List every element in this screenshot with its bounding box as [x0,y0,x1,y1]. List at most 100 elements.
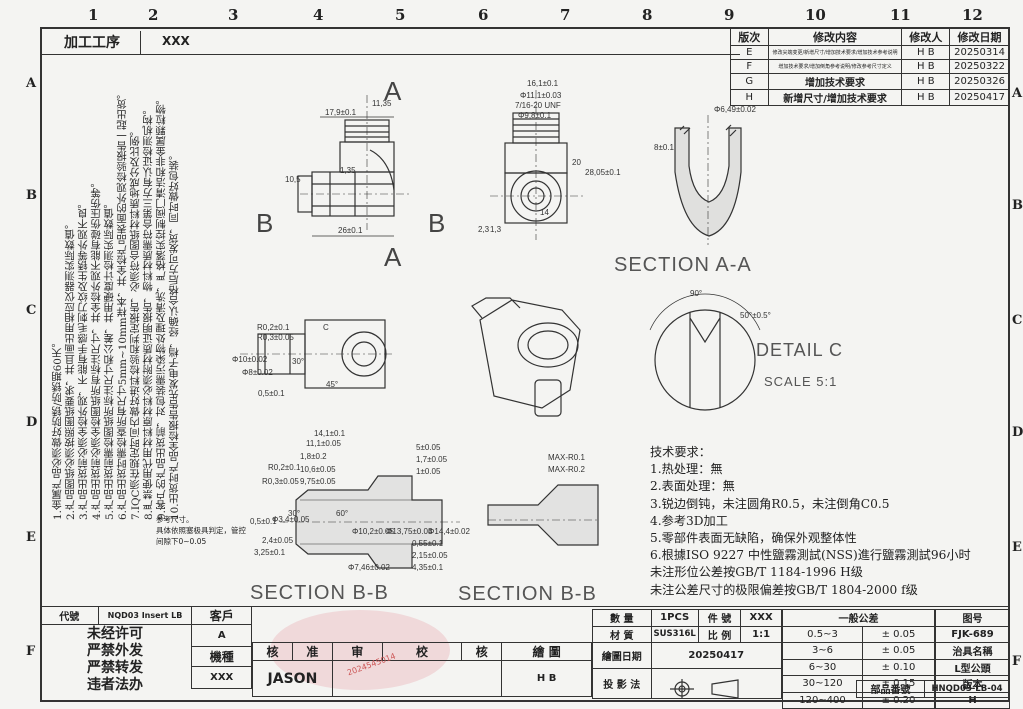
dim-label: 11,35 [372,99,392,108]
id-block: 图号 FJK-689 治具名稱 L型公頭 版本 H [935,609,1010,709]
detail-c-view [649,293,761,411]
designer-name: JASON [252,660,333,697]
tol-range: 3~6 [782,642,863,660]
dim-label: Φ6,49±0.02 [714,105,756,114]
detail-c-label: DETAIL C [756,340,844,360]
check2-label: 核 [461,642,503,661]
dim-label: 3,25±0.1 [254,548,286,557]
dim-label: MAX-R0.1 [548,453,585,462]
dim-label: Φ11,1±0.03 [520,91,562,100]
tol-value: ± 0.05 [862,625,935,643]
reference-note-body: 具体依照塞极具判定，管控间隙下0~0.05 [156,526,246,546]
approval-block: 核 准 审 校 核 繪 圖 JASON H B [252,642,592,697]
rev-version: H [730,89,769,106]
dim-label: 1±0.05 [416,467,441,476]
col-tick: 9 [724,6,735,24]
dim-label: 0,5±0.1 [250,517,277,526]
dim-label: Φ7,46±0.02 [348,563,390,572]
row-tick: B [1012,198,1023,213]
tol-value: ± 0.10 [862,658,935,676]
tech-item: 4.参考3D加工 [650,513,728,528]
col-tick: 11 [890,6,911,24]
warning-line: 未经许可 [87,626,143,642]
tech-item: 6.根據ISO 9227 中性鹽霧測試(NSS)進行鹽霧測試96小时 [650,548,971,563]
warning-line: 严禁外发 [87,643,143,659]
dim-label: 14 [540,208,549,217]
col-tick: 4 [313,6,324,24]
dim-label: 2,3 [478,225,490,234]
dim-label: 50°±0.5° [740,311,771,320]
dim-label: 90° [690,289,702,298]
section-a-a-view [674,115,742,245]
tech-item: 2.表面处理：無 [650,479,735,494]
side-view-top [297,95,410,237]
dim-label: 14,1±0.1 [314,429,346,438]
dim-label: 5±0.05 [416,443,441,452]
dim-label: 30° [288,509,300,518]
code-value: NQD03 Insert LB [97,606,193,625]
col-tick: 5 [395,6,406,24]
dim-label: Φ10±0.02 [232,355,268,364]
part-number-block: 部品番號 HNQD03-LB-04 [856,680,1010,698]
dim-label: 28,05±0.1 [585,168,621,177]
tol-value: ± 0.05 [862,642,935,660]
row-tick: C [1012,313,1023,328]
process-label: 加工工序 [64,35,120,51]
dim-label: Φ14,4±0.02 [428,527,470,536]
tol-range: 0.5~3 [782,625,863,643]
part-label: 件 號 [697,609,742,627]
drawing-border [40,27,1010,702]
rev-date: 20250417 [949,89,1010,106]
dim-label: R0,2±0.1 [257,323,290,332]
dim-label: 2,15±0.05 [412,551,448,560]
qty-label: 數 量 [592,609,652,627]
tech-title: 技术要求： [650,445,711,459]
dim-label: 26±0.1 [338,226,363,235]
dim-label: R0,3±0.05 [257,333,294,342]
tech-requirements: 技术要求： 1.热处理：無 2.表面处理：無 3.锐边倒钝，未注圆角R0.5，未… [650,444,971,599]
dim-label: MAX-R0.2 [548,465,585,474]
confidential-warning: 未经许可 严禁外发 严禁转发 违者法办 [60,626,170,694]
side-view-mid [240,319,395,389]
customer-value: A [191,624,252,647]
qty-value: 1PCS [650,609,699,627]
reference-note: 参考尺寸。 具体依照塞极具判定，管控间隙下0~0.05 [156,514,250,547]
dim-label: 1,3 [490,225,502,234]
part-number-label: 部品番號 [856,680,925,698]
tool-value: L型公頭 [935,658,1010,676]
customer-label: 客戶 [191,606,252,625]
revision-table: 版次 修改内容 修改人 修改日期 E 修改尖端变更/新增尺寸/增加技术要求/增加… [730,28,1010,106]
col-tick: 3 [228,6,239,24]
dim-label: 17,9±0.1 [325,108,357,117]
draw-label-2: 圖 [548,645,561,659]
section-b-b-label-right: SECTION B-B [458,583,597,605]
tech-item: 未注公差尺寸的极限偏差按GB/T 1804-2000 f级 [650,582,918,597]
dim-label: Φ10,2±0.05 [352,527,394,536]
row-tick: F [1012,654,1022,669]
row-tick: A [1012,86,1023,101]
title-block-left: 代號 NQD03 Insert LB 客戶 A 機種 XXX [39,606,252,689]
section-letter: B [256,208,273,238]
tol-range: 120~400 [782,691,863,709]
warning-line: 严禁转发 [87,660,143,676]
dim-label: Φ3,4±0.05 [272,515,310,524]
col-tick: 7 [560,6,571,24]
section-letter: A [384,76,402,106]
reference-note-title: 参考尺寸。 [156,515,194,524]
section-b-b-view-left [280,475,460,569]
dim-label: 9,75±0.05 [300,477,336,486]
material-value: SUS316L [650,625,699,643]
dim-label: 8±0.1 [654,143,675,152]
part-value: XXX [740,609,782,627]
part-number-value: HNQD03-LB-04 [924,680,1010,698]
dim-label: 10,5 [285,175,301,184]
tolerance-title: 一般公差 [782,609,935,627]
drawing-no-value: FJK-689 [935,625,1010,643]
drawing-no-label: 图号 [935,609,1010,627]
title-block [40,606,1010,607]
dim-label: 10,6±0.05 [300,465,336,474]
row-tick: B [26,188,37,203]
tech-item: 1.热处理：無 [650,462,723,477]
dim-label: 0,55±0.1 [412,539,444,548]
tool-label: 治具名稱 [935,642,1010,660]
